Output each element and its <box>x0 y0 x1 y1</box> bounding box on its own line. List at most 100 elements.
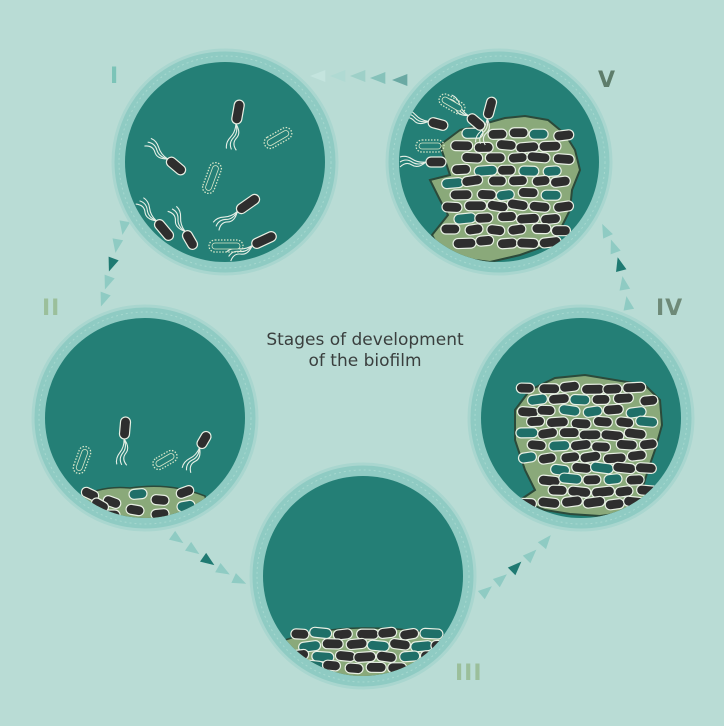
planktonic-bacterium-icon <box>196 430 212 450</box>
biofilm-cell-icon <box>515 427 539 439</box>
stage-iv-circle <box>467 304 695 532</box>
stage-i-circle <box>111 48 339 276</box>
biofilm-cell-icon <box>375 650 397 664</box>
planktonic-bacterium-icon <box>466 113 486 131</box>
stage-ii-circle <box>31 304 259 532</box>
biofilm-cell-icon <box>560 495 583 508</box>
biofilm-cell-icon <box>547 484 568 497</box>
biofilm-cell-icon <box>507 174 529 187</box>
biofilm-cell-icon <box>545 416 569 429</box>
biofilm-cell-icon <box>612 392 634 405</box>
biofilm-cell-icon <box>537 426 559 440</box>
cycle-arrow-icon <box>616 257 627 273</box>
biofilm-cell-icon <box>309 626 333 640</box>
flagellum-icon <box>115 438 125 465</box>
biofilm-cell-icon <box>591 393 611 406</box>
cycle-arrow-icon <box>310 70 326 82</box>
biofilm-cell-icon <box>290 628 310 640</box>
ciliated-bacterium-icon <box>72 445 92 475</box>
biofilm-cell-icon <box>449 189 473 201</box>
cycle-arrow-icon <box>231 573 247 584</box>
flagellum-icon <box>143 197 157 222</box>
biofilm-cell-icon <box>552 153 575 166</box>
biofilm-cell-icon <box>558 404 581 417</box>
biofilm-cell-icon <box>496 210 518 223</box>
biofilm-cell-icon <box>615 438 638 451</box>
title-line-1: Stages of development <box>266 330 464 350</box>
stage-label-iv: IV <box>656 296 684 321</box>
biofilm-cell-icon <box>475 234 495 247</box>
biofilm-cell-icon <box>474 212 494 224</box>
biofilm-cell-icon <box>639 394 659 407</box>
biofilm-cell-icon <box>526 393 549 406</box>
cycle-arrow-icon <box>623 296 635 311</box>
biofilm-cell-icon <box>602 403 624 416</box>
cycle-arrow-icon <box>602 223 613 239</box>
cycle-arrow-icon <box>168 530 184 544</box>
biofilm-cell-icon <box>419 627 444 640</box>
biofilm-cell-icon <box>461 151 484 164</box>
biofilm-cell-icon <box>526 151 551 164</box>
biofilm-cell-icon <box>540 189 562 201</box>
biofilm-cell-icon <box>600 429 625 442</box>
planktonic-bacterium-icon <box>153 219 175 241</box>
biofilm-cell-icon <box>553 129 575 142</box>
biofilm-cell-icon <box>399 650 421 663</box>
biofilm-cell-icon <box>496 164 517 176</box>
cycle-arrow-icon <box>199 552 215 566</box>
biofilm-cell-icon <box>638 438 658 451</box>
cycle-arrow-icon <box>119 220 131 235</box>
stage-iii-circle <box>249 462 477 690</box>
diagram-title: Stages of development of the biofilm <box>240 330 490 372</box>
biofilm-cell-icon <box>542 165 562 178</box>
biofilm-cell-icon <box>486 199 509 213</box>
biofilm-cell-icon <box>175 485 195 499</box>
flagellum-icon <box>475 118 488 143</box>
biofilm-cell-icon <box>507 223 527 236</box>
biofilm-cell-icon <box>508 127 529 139</box>
biofilm-cell-icon <box>486 224 506 237</box>
flagellum-icon <box>479 118 489 144</box>
biofilm-cell-icon <box>558 380 581 393</box>
stage-label-v: V <box>598 68 617 93</box>
flagellum-icon <box>230 245 253 262</box>
ciliated-bacterium-icon <box>415 139 445 153</box>
biofilm-cell-icon <box>526 439 547 452</box>
biofilm-cell-icon <box>451 163 472 176</box>
biofilm-cell-icon <box>552 200 575 213</box>
cycle-arrow-icon <box>392 74 408 86</box>
stage-label-iii: III <box>455 661 483 686</box>
flagellum-icon <box>233 123 240 151</box>
stage-label-ii: II <box>42 296 61 321</box>
biofilm-cell-icon <box>487 128 508 140</box>
cycle-arrows <box>100 70 635 600</box>
biofilm-cell-icon <box>453 212 477 225</box>
planktonic-bacterium-icon <box>251 231 277 249</box>
biofilm-cell-icon <box>506 198 529 212</box>
flagellum-icon <box>399 159 427 165</box>
biofilm-cell-icon <box>603 473 623 486</box>
cycle-arrow-icon <box>330 70 346 82</box>
biofilm-cell-icon <box>496 237 518 250</box>
biofilm-cell-icon <box>332 628 353 641</box>
biofilm-cell-icon <box>528 200 551 213</box>
biofilm-cell-icon <box>525 415 546 428</box>
planktonic-bacterium-icon <box>235 193 261 215</box>
biofilm-cell-icon <box>635 415 659 428</box>
cycle-arrow-icon <box>215 562 230 575</box>
ciliated-bacterium-icon <box>263 126 293 150</box>
flagellum-icon <box>144 145 168 160</box>
planktonic-bacterium-icon <box>181 230 199 250</box>
biofilm-cell-icon <box>537 496 561 509</box>
flagellum-icon <box>215 211 238 227</box>
stage-v-circle <box>385 48 613 276</box>
biofilm-cell-icon <box>582 495 606 509</box>
flagellum-icon <box>181 447 201 468</box>
cycle-arrow-icon <box>112 238 124 253</box>
biofilm-cell-icon <box>344 662 364 675</box>
flagellum-icon <box>123 438 129 466</box>
biofilm-cell-icon <box>516 237 540 250</box>
biofilm-cell-icon <box>441 177 465 190</box>
biofilm-cell-icon <box>538 140 562 153</box>
